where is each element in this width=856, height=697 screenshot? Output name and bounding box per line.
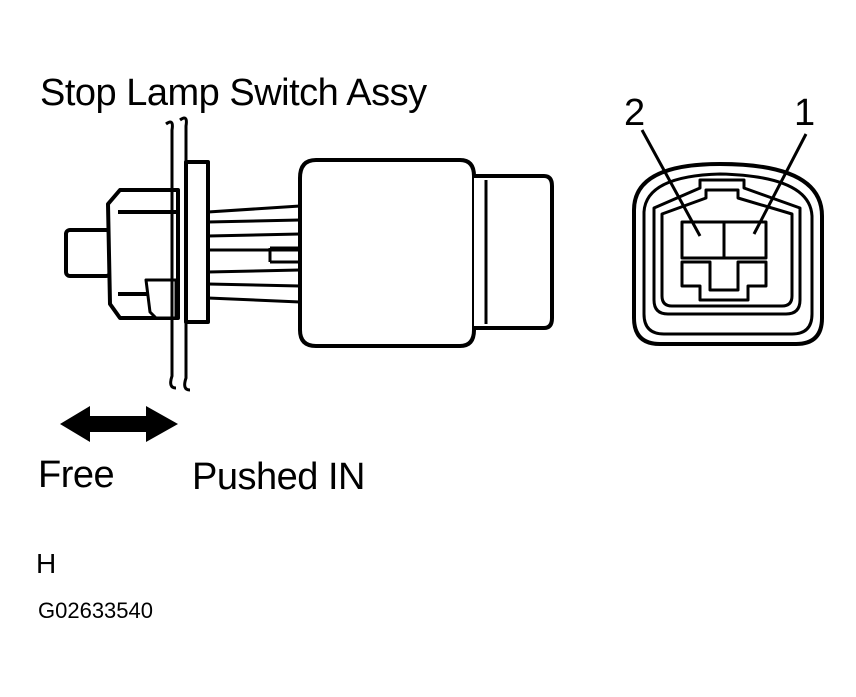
state-free-label: Free [38, 454, 115, 496]
pin-leader-lines [640, 129, 808, 237]
view-letter: H [36, 548, 57, 579]
mounting-bracket [165, 116, 191, 392]
figure-code: G02633540 [38, 598, 153, 623]
switch-main-body [298, 158, 476, 348]
plunger [64, 228, 112, 278]
pin-label-1: 1 [794, 92, 816, 134]
diagram-title: Stop Lamp Switch Assy [40, 72, 427, 114]
switch-flange [184, 160, 210, 324]
double-arrow-icon [60, 406, 178, 442]
switch-shaft [207, 204, 301, 304]
pin-label-2: 2 [624, 92, 646, 134]
connector-housing [474, 174, 554, 330]
state-pushed-label: Pushed IN [192, 456, 365, 498]
connector-face [632, 162, 824, 346]
